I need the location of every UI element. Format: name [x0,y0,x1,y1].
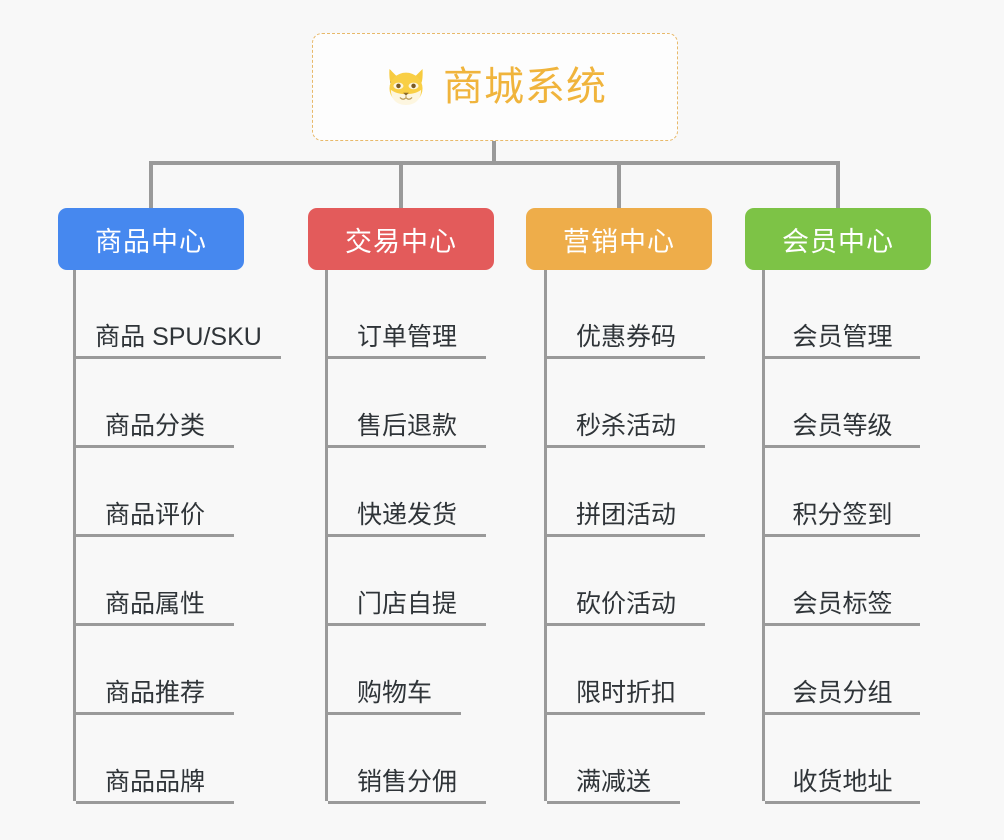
leaf-label: 商品评价 [104,501,205,530]
leaf-item[interactable]: 会员管理 [765,270,920,359]
root-node[interactable]: 商城系统 [312,33,678,141]
leaf-item[interactable]: 满减送 [547,715,680,804]
category-box-trade-center[interactable]: 交易中心 [308,208,494,270]
leaf-label: 砍价活动 [575,590,676,619]
leaf-item[interactable]: 购物车 [328,626,461,715]
connector-drop-1 [149,161,153,209]
leaf-item[interactable]: 快递发货 [328,448,486,537]
leaf-label: 商品推荐 [104,679,205,708]
connector-horizontal-bus [149,161,840,165]
leaf-label: 商品 SPU/SKU [95,323,262,352]
leaf-item[interactable]: 积分签到 [765,448,920,537]
leaf-label: 会员管理 [792,323,893,352]
leaf-item[interactable]: 门店自提 [328,537,486,626]
category-box-marketing-center[interactable]: 营销中心 [526,208,712,270]
leaf-label: 销售分佣 [356,768,457,797]
leaf-label: 限时折扣 [575,679,676,708]
leaf-item[interactable]: 销售分佣 [328,715,486,804]
leaf-item[interactable]: 秒杀活动 [547,359,705,448]
leaf-item[interactable]: 商品属性 [76,537,234,626]
connector-drop-2 [399,161,403,209]
connector-root-vertical [492,141,496,163]
leaf-spine [762,270,765,801]
leaf-label: 门店自提 [356,590,457,619]
leaf-item[interactable]: 商品评价 [76,448,234,537]
leaf-label: 商品属性 [104,590,205,619]
leaf-label: 商品品牌 [104,768,205,797]
leaf-item[interactable]: 拼团活动 [547,448,705,537]
root-title: 商城系统 [443,65,607,109]
leaf-item[interactable]: 订单管理 [328,270,486,359]
category-label: 商品中心 [95,226,207,257]
leaf-label: 积分签到 [792,501,893,530]
leaf-item[interactable]: 商品品牌 [76,715,234,804]
leaf-label: 购物车 [356,679,432,708]
leaf-label: 优惠券码 [575,323,676,352]
leaf-item[interactable]: 会员标签 [765,537,920,626]
leaf-item[interactable]: 售后退款 [328,359,486,448]
leaf-label: 收货地址 [792,768,893,797]
connector-drop-3 [617,161,621,209]
leaf-label: 会员等级 [792,412,893,441]
leaf-label: 会员标签 [792,590,893,619]
leaf-label: 会员分组 [792,679,893,708]
leaf-item[interactable]: 商品分类 [76,359,234,448]
leaf-item[interactable]: 优惠券码 [547,270,705,359]
leaf-spine [325,270,328,801]
category-box-member-center[interactable]: 会员中心 [745,208,931,270]
leaf-label: 订单管理 [356,323,457,352]
shiba-dog-face-icon [389,69,423,105]
leaf-item[interactable]: 商品 SPU/SKU [76,270,281,359]
category-label: 营销中心 [563,226,675,257]
leaf-item[interactable]: 商品推荐 [76,626,234,715]
leaf-item[interactable]: 限时折扣 [547,626,705,715]
leaf-label: 商品分类 [104,412,205,441]
leaf-label: 售后退款 [356,412,457,441]
leaf-label: 拼团活动 [575,501,676,530]
leaf-item[interactable]: 会员分组 [765,626,920,715]
leaf-item[interactable]: 砍价活动 [547,537,705,626]
category-box-product-center[interactable]: 商品中心 [58,208,244,270]
leaf-label: 秒杀活动 [575,412,676,441]
connector-drop-4 [836,161,840,209]
category-label: 会员中心 [782,226,894,257]
category-label: 交易中心 [345,226,457,257]
leaf-item[interactable]: 会员等级 [765,359,920,448]
leaf-label: 快递发货 [356,501,457,530]
leaf-item[interactable]: 收货地址 [765,715,920,804]
leaf-label: 满减送 [575,768,651,797]
leaf-spine [544,270,547,801]
leaf-spine [73,270,76,801]
